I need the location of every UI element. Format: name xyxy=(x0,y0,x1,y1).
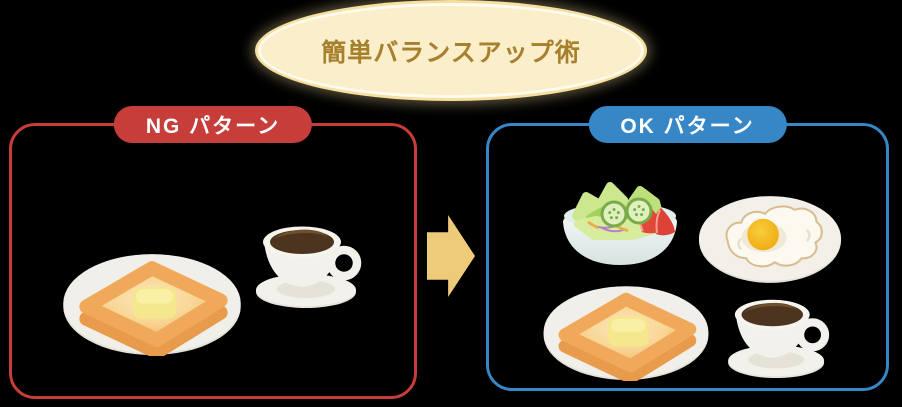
coffee-cup-icon xyxy=(254,209,364,309)
buttered-toast-icon xyxy=(537,273,715,381)
ng-pattern-panel: NG パターン xyxy=(9,106,417,399)
ok-pattern-panel: OK パターン xyxy=(486,106,889,391)
ok-pattern-label: OK パターン xyxy=(620,114,755,138)
page-title: 簡単バランスアップ術 xyxy=(321,38,581,67)
title-bubble: 簡単バランスアップ術 xyxy=(258,3,644,98)
right-arrow-icon xyxy=(427,215,475,297)
fried-egg-icon xyxy=(696,191,844,285)
buttered-toast-icon xyxy=(56,240,248,356)
coffee-cup-icon xyxy=(723,283,835,379)
ng-pattern-badge: NG パターン xyxy=(113,106,313,143)
ng-pattern-label: NG パターン xyxy=(145,114,281,138)
salad-bowl-icon xyxy=(560,174,680,274)
ok-pattern-badge: OK パターン xyxy=(588,106,787,143)
